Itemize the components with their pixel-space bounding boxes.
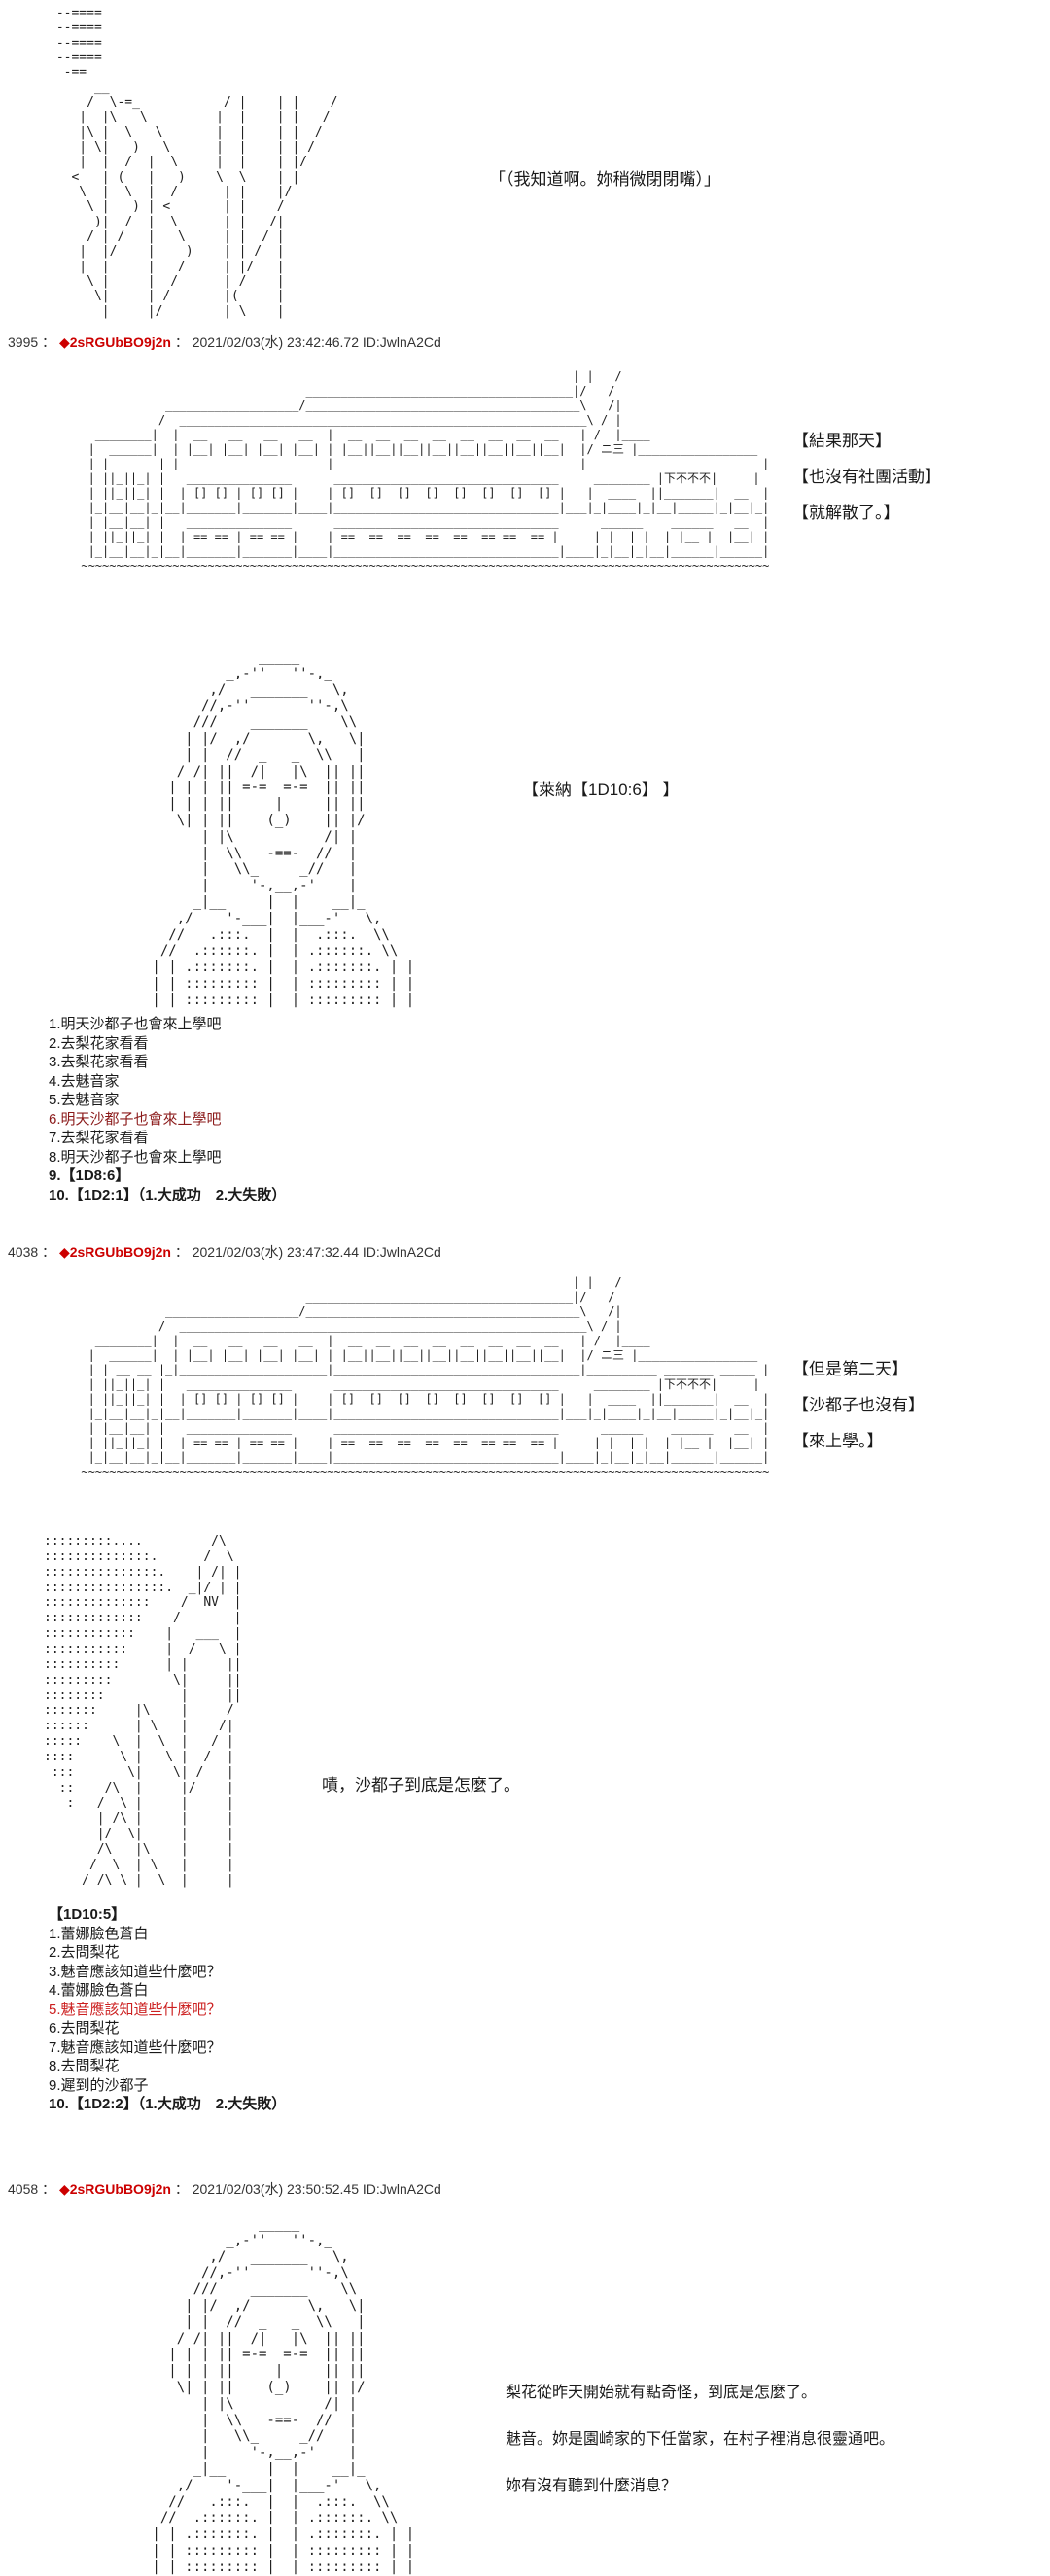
caption-line: 【來上學。】 bbox=[792, 1432, 884, 1450]
ascii-art-character-face: _____ _,-'' ''-,_ ,/ _______ \, //,-'' '… bbox=[152, 649, 415, 1008]
tripcode: ◆2sRGUbBO9j2n bbox=[58, 334, 171, 350]
narration-captions: 【但是第二天】 【沙都子也沒有】 【來上學。】 bbox=[792, 1359, 925, 1467]
tripcode: ◆2sRGUbBO9j2n bbox=[58, 1244, 171, 1260]
character-dice-caption: 【萊納【1D10:6】 】 bbox=[522, 781, 680, 799]
dice-option: 2.去梨花家看看 bbox=[49, 1034, 149, 1052]
dice-option: 9.遲到的沙都子 bbox=[49, 2076, 149, 2094]
separator: ： bbox=[42, 2181, 56, 2197]
narration-captions: 【結果那天】 【也沒有社團活動】 【就解散了。】 bbox=[792, 431, 941, 539]
caption-line: 【就解散了。】 bbox=[792, 504, 900, 522]
ascii-art-school-building: | | / __________________________________… bbox=[81, 1275, 770, 1479]
post-header-4058: 4058 ： ◆2sRGUbBO9j2n ： 2021/02/03(水) 23:… bbox=[8, 2179, 441, 2199]
separator: ： bbox=[174, 334, 189, 350]
post-header-4038: 4038 ： ◆2sRGUbBO9j2n ： 2021/02/03(水) 23:… bbox=[8, 1242, 441, 1262]
post-number: 4058 bbox=[8, 2181, 39, 2197]
speech-line: 梨花從昨天開始就有點奇怪，到底是怎麼了。 bbox=[506, 2385, 818, 2401]
post-id: ID:JwlnA2Cd bbox=[362, 334, 441, 350]
post-header-3995: 3995 ： ◆2sRGUbBO9j2n ： 2021/02/03(水) 23:… bbox=[8, 332, 441, 352]
dice-option: 7.魅音應該知道些什麼吧？ bbox=[49, 2038, 222, 2056]
separator: ： bbox=[174, 1244, 189, 1260]
post-id: ID:JwlnA2Cd bbox=[362, 2181, 441, 2197]
separator: ： bbox=[174, 2181, 189, 2197]
dice-option: 5.去魅音家 bbox=[49, 1092, 120, 1108]
caption-line: 【也沒有社團活動】 bbox=[792, 468, 941, 486]
ascii-art-character-profile: :::::::::.... /\ ::::::::::::::. / \ :::… bbox=[44, 1534, 242, 1888]
ascii-art-character-face: _____ _,-'' ''-,_ ,/ _______ \, //,-'' '… bbox=[152, 2216, 415, 2575]
caption-line: 【結果那天】 bbox=[792, 432, 892, 450]
dice-option: 3.去梨花家看看 bbox=[49, 1054, 149, 1070]
dice-option: 7.去梨花家看看 bbox=[49, 1130, 149, 1146]
dice-option: 4.去魅音家 bbox=[49, 1072, 120, 1090]
speech-line: 魅音。妳是園崎家的下任當家，在村子裡消息很靈通吧。 bbox=[506, 2431, 895, 2448]
dice-option-result: 10.【1D2:2】（1.大成功 2.大失敗） bbox=[49, 2096, 287, 2112]
dice-option: 8.明天沙都子也會來上學吧 bbox=[49, 1148, 222, 1166]
dice-option: 4.蕾娜臉色蒼白 bbox=[49, 1982, 149, 1999]
tripcode: ◆2sRGUbBO9j2n bbox=[58, 2181, 171, 2197]
dice-roll-result: 【1D10:5】 bbox=[49, 1906, 126, 1923]
dice-option: 2.去問梨花 bbox=[49, 1944, 120, 1961]
speech-line: 妳有沒有聽到什麼消息？ bbox=[506, 2478, 678, 2494]
dice-option: 1.蕾娜臉色蒼白 bbox=[49, 1925, 149, 1942]
dice-option: 6.去問梨花 bbox=[49, 2020, 120, 2036]
dialogue-line: 「（我知道啊。妳稍微閉閉嘴）」 bbox=[489, 170, 720, 189]
dice-options-list: 1.蕾娜臉色蒼白 2.去問梨花 3.魅音應該知道些什麼吧？ 4.蕾娜臉色蒼白 5… bbox=[49, 1925, 286, 2114]
ascii-art-school-building: | | / __________________________________… bbox=[81, 369, 770, 573]
dice-option-result: 9.【1D8:6】 bbox=[49, 1167, 130, 1184]
post-datetime: 2021/02/03(水) 23:42:46.72 bbox=[192, 334, 359, 350]
speech-line: 嘖，沙都子到底是怎麼了。 bbox=[322, 1776, 520, 1794]
post-number: 3995 bbox=[8, 334, 39, 350]
post-datetime: 2021/02/03(水) 23:47:32.44 bbox=[192, 1244, 359, 1260]
separator: ： bbox=[42, 1244, 56, 1260]
post-id: ID:JwlnA2Cd bbox=[362, 1244, 441, 1260]
ascii-art-closeup: --==== --==== --==== --==== -== __ / \-=… bbox=[55, 6, 338, 319]
dice-option: 8.去問梨花 bbox=[49, 2058, 120, 2074]
dice-option-result: 10.【1D2:1】（1.大成功 2.大失敗） bbox=[49, 1186, 287, 1203]
caption-line: 【沙都子也沒有】 bbox=[792, 1396, 925, 1414]
post-datetime: 2021/02/03(水) 23:50:52.45 bbox=[192, 2181, 359, 2197]
dice-option: 1.明天沙都子也會來上學吧 bbox=[49, 1016, 222, 1032]
caption-line: 【但是第二天】 bbox=[792, 1360, 908, 1378]
speech-lines: 梨花從昨天開始就有點奇怪，到底是怎麼了。 魅音。妳是園崎家的下任當家，在村子裡消… bbox=[506, 2384, 894, 2524]
dice-option: 3.魅音應該知道些什麼吧？ bbox=[49, 1963, 222, 1980]
separator: ： bbox=[42, 334, 56, 350]
dice-options-list: 1.明天沙都子也會來上學吧 2.去梨花家看看 3.去梨花家看看 4.去魅音家 5… bbox=[49, 1015, 286, 1204]
dice-option-rolled: 5.魅音應該知道些什麼吧？ bbox=[49, 2001, 222, 2018]
post-number: 4038 bbox=[8, 1244, 39, 1260]
dice-option-rolled: 6.明天沙都子也會來上學吧 bbox=[49, 1110, 222, 1128]
dice-options-block: 【1D10:5】 1.蕾娜臉色蒼白 2.去問梨花 3.魅音應該知道些什麼吧？ 4… bbox=[49, 1905, 286, 2114]
